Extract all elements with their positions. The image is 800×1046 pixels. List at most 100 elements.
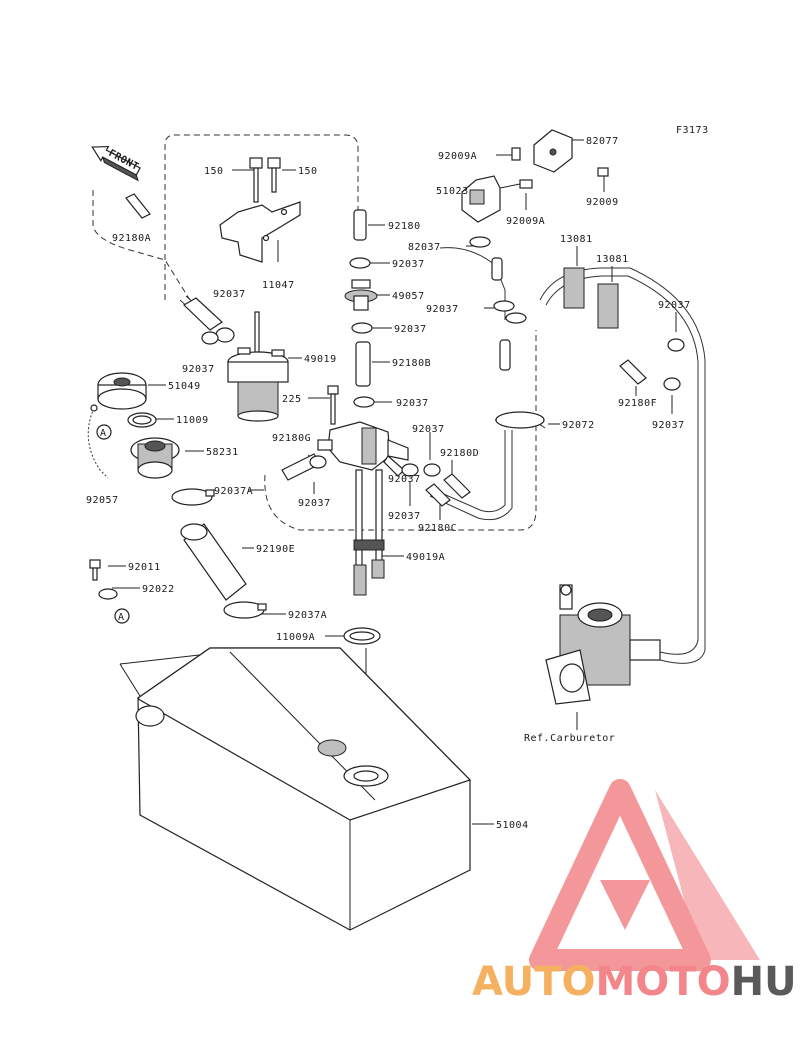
carburetor-ref xyxy=(545,584,661,705)
hose-92180D xyxy=(429,430,506,513)
clamp-92037-r2 xyxy=(663,377,681,391)
clamp-92037-filter xyxy=(201,327,235,345)
label-92022: 92022 xyxy=(142,584,175,595)
label-92037-g: 92037 xyxy=(298,498,331,509)
label-13081-right: 13081 xyxy=(596,254,629,265)
label-92037-v: 92037 xyxy=(388,511,421,522)
clamp-92072 xyxy=(495,411,545,429)
label-51049: 51049 xyxy=(168,381,201,392)
label-11047: 11047 xyxy=(262,280,295,291)
pickup-tube-49019A xyxy=(353,469,385,596)
label-11009A: 11009A xyxy=(276,632,315,643)
label-49019A: 49019A xyxy=(406,552,445,563)
label-92037-f1: 92037 xyxy=(213,289,246,300)
label-92009A-upper: 92009A xyxy=(438,151,477,162)
bolt-92009A-upper xyxy=(511,147,521,161)
label-92037-mid: 92037 xyxy=(394,324,427,335)
figure-code: F3173 xyxy=(676,125,709,136)
label-82037-top: 82037 xyxy=(408,242,441,253)
label-92037-225: 92037 xyxy=(396,398,429,409)
filler-cap-51049 xyxy=(97,372,147,410)
dashed-routing-vent xyxy=(92,190,191,301)
washer-92022 xyxy=(98,588,118,600)
hose-92180 xyxy=(353,209,367,241)
label-92037A-upper: 92037A xyxy=(214,486,253,497)
bolt-225 xyxy=(327,385,339,425)
label-92180A: 92180A xyxy=(112,233,151,244)
bolt-150-right xyxy=(267,157,281,193)
hose-82037-top xyxy=(469,236,491,248)
watermark-logo xyxy=(529,779,760,971)
label-92037-c: 92037 xyxy=(412,424,445,435)
clamp-92037-hose xyxy=(493,300,527,324)
clamp-92037-r1 xyxy=(667,338,685,352)
label-58231: 58231 xyxy=(206,447,239,458)
watermark-hub: HUB xyxy=(731,959,800,1005)
clamp-92037-c xyxy=(423,463,441,477)
filler-neck-58231 xyxy=(130,437,180,479)
bolt-92009A-lower xyxy=(499,179,533,189)
part-labels: 150 150 11047 92180 92037 49057 92037 92… xyxy=(86,136,691,831)
callout-A-lower-text: A xyxy=(118,612,125,623)
hose-92190E xyxy=(180,523,247,601)
label-11009: 11009 xyxy=(176,415,209,426)
label-13081-left: 13081 xyxy=(560,234,593,245)
callout-A-upper: A xyxy=(96,424,112,440)
label-92011: 92011 xyxy=(128,562,161,573)
label-92180C: 92180C xyxy=(418,523,457,534)
dashed-routing-bottom xyxy=(264,330,537,531)
label-92037-f2: 92037 xyxy=(182,364,215,375)
label-49057: 49057 xyxy=(392,291,425,302)
label-92057: 92057 xyxy=(86,495,119,506)
bracket-11047 xyxy=(219,201,301,263)
bracket-51023 xyxy=(461,175,501,223)
hose-clamp-92037A-lower xyxy=(223,601,267,619)
gasket-11009 xyxy=(127,412,157,428)
fuel-hose-92180A-top xyxy=(183,297,223,331)
clip-13081-right xyxy=(597,283,619,329)
bolt-92009 xyxy=(597,167,609,177)
clamp-92037-v xyxy=(401,463,419,477)
hose-92180D-part xyxy=(443,473,471,499)
watermark-text: AUTOMOTOHUB xyxy=(472,959,800,1005)
label-92072: 92072 xyxy=(562,420,595,431)
callout-A-lower: A xyxy=(114,608,130,624)
bolt-150-left xyxy=(249,157,263,203)
label-92009: 92009 xyxy=(586,197,619,208)
hose-clamp-92037A-upper xyxy=(171,488,215,506)
hose-section-center xyxy=(491,257,511,371)
label-92037-r2: 92037 xyxy=(652,420,685,431)
clip-13081-left xyxy=(563,267,585,309)
watermark-moto: MOTO xyxy=(596,959,731,1005)
clamp-92037-top xyxy=(349,257,371,269)
label-225: 225 xyxy=(282,394,302,405)
label-92009A-lower: 92009A xyxy=(506,216,545,227)
label-92180D: 92180D xyxy=(440,448,479,459)
hose-92180A-left xyxy=(125,193,151,219)
fuel-filter-49019 xyxy=(227,311,289,422)
label-51023: 51023 xyxy=(436,186,469,197)
clamp-92037-mid xyxy=(351,322,373,334)
clamp-92037-g xyxy=(309,455,327,469)
label-150-right: 150 xyxy=(298,166,318,177)
bolt-92011 xyxy=(89,559,101,581)
label-92037-c2: 92037 xyxy=(388,474,421,485)
hose-92180B xyxy=(355,341,371,387)
label-92037-top: 92037 xyxy=(392,259,425,270)
watermark-auto: AUTO xyxy=(472,959,596,1005)
clamp-92037-lower xyxy=(353,396,375,408)
chain-92057 xyxy=(87,404,109,479)
label-92037-hose: 92037 xyxy=(426,304,459,315)
hose-92180D-2 xyxy=(429,430,513,521)
hose-92180C-part xyxy=(425,483,451,507)
label-49019: 49019 xyxy=(304,354,337,365)
label-92037-r1: 92037 xyxy=(658,300,691,311)
callout-A-upper-text: A xyxy=(100,428,107,439)
hose-92180F xyxy=(619,359,647,385)
label-92190E: 92190E xyxy=(256,544,295,555)
front-arrow-icon xyxy=(91,145,141,182)
label-51004: 51004 xyxy=(496,820,529,831)
label-82077: 82077 xyxy=(586,136,619,147)
gasket-11009A xyxy=(343,627,381,645)
